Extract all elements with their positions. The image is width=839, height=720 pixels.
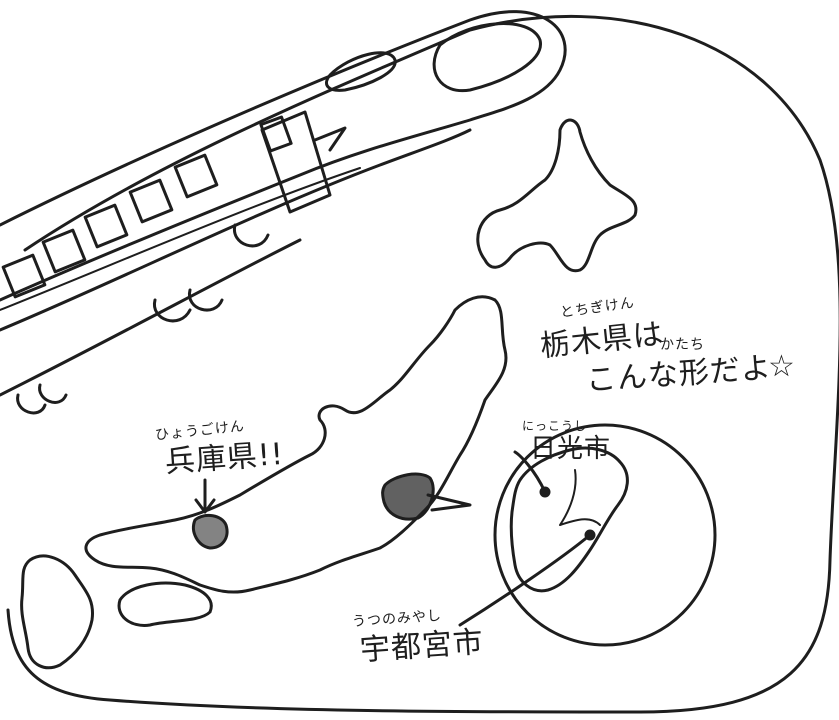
shinkansen-train (0, 10, 567, 415)
katachi-reading: かたち (660, 337, 705, 353)
honshu-outline (84, 295, 508, 594)
hyogo-region (192, 513, 229, 550)
train-flag (313, 126, 347, 152)
hokkaido-outline (476, 118, 638, 273)
shikoku-outline (117, 581, 213, 627)
train-wheel-2 (188, 288, 224, 312)
train-side-slot (325, 51, 397, 92)
nikko-leader (513, 450, 547, 494)
hyogo-arrow (194, 478, 216, 514)
train-stripe (0, 167, 361, 311)
train-window-5 (1, 253, 47, 299)
tochigi-outline (509, 446, 629, 593)
train-upper-body (0, 10, 567, 302)
train-wheel-5 (38, 383, 68, 404)
train-window-2 (128, 178, 174, 224)
train-window-4 (41, 228, 87, 274)
train-wheel-3 (233, 223, 270, 248)
hyogo-name: 兵庫県!! (163, 436, 286, 481)
train-wheel-4 (16, 393, 47, 415)
outer-bubble-outline (6, 14, 839, 714)
tochigi-zoom-circle (493, 423, 717, 647)
utsunomiya-leader (458, 533, 592, 627)
train-door (260, 110, 332, 214)
star-outline-icon: ☆ (768, 349, 796, 384)
utsunomiya-name: 宇都宮市 (358, 624, 486, 669)
zoom-pointer (426, 493, 472, 512)
train-wheel-1 (153, 298, 192, 323)
nikko-name: 日光市 (530, 434, 612, 464)
train-window-3 (83, 203, 129, 249)
kyushu-outline (20, 554, 95, 670)
tochigi-city-boundary (559, 469, 601, 526)
train-cockpit-window (432, 22, 542, 93)
train-bottom (0, 238, 302, 397)
train-window-1 (173, 153, 219, 199)
nikko-reading: にっこうし (522, 419, 588, 433)
train-door-window (259, 115, 293, 153)
train-lower-body (0, 128, 472, 332)
tochigi-marker (381, 472, 435, 521)
